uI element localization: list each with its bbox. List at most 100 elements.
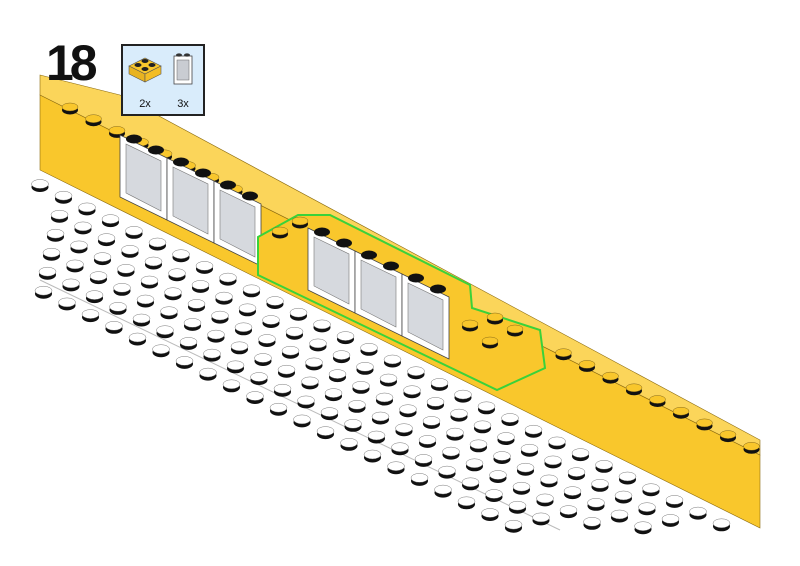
plate-stud-top: [477, 401, 496, 411]
plate-stud-top: [383, 354, 402, 365]
part-white-window: 3x: [165, 50, 201, 110]
plate-stud-top: [183, 318, 202, 328]
window-stud: [361, 250, 377, 260]
plate-stud-top: [414, 454, 433, 464]
plate-stud-top: [442, 446, 460, 457]
plate-stud-top: [395, 423, 413, 433]
plate-stud-top: [344, 419, 362, 429]
plate-stud-top: [289, 308, 308, 318]
plate-stud-top: [469, 439, 488, 449]
plate-stud-top: [42, 247, 61, 258]
window-stud: [173, 157, 189, 167]
plate-stud-top: [121, 245, 139, 255]
plate-stud-top: [207, 329, 225, 340]
wall-stud-top: [602, 371, 619, 381]
window-stud: [314, 227, 330, 237]
plate-stud-top: [559, 505, 578, 515]
wall-stud-top: [649, 395, 666, 404]
plate-stud-top: [93, 252, 112, 262]
plate-stud-top: [117, 264, 135, 274]
plate-stud-top: [58, 297, 76, 308]
plate-stud-top: [418, 435, 437, 445]
plate-stud-top: [234, 322, 253, 332]
plate-stud-top: [410, 473, 429, 483]
plate-stud-top: [610, 509, 629, 520]
plate-stud-top: [136, 294, 155, 305]
window-stud: [408, 273, 424, 283]
plate-stud-top: [508, 501, 527, 511]
plate-stud-top: [230, 341, 249, 351]
plate-stud-top: [258, 334, 276, 344]
plate-stud-top: [313, 319, 331, 330]
plate-stud-top: [328, 369, 347, 379]
plate-stud-top: [391, 442, 409, 452]
new-window-glass: [360, 259, 397, 328]
plate-stud-top: [340, 438, 358, 448]
plate-stud-top: [246, 391, 264, 401]
window-stud: [148, 145, 164, 155]
new-brick-stud-top: [271, 226, 289, 236]
plate-stud-top: [219, 272, 237, 283]
plate-stud-top: [422, 416, 441, 426]
plate-stud-top: [297, 395, 315, 406]
plate-stud-top: [446, 427, 464, 438]
plate-stud-top: [203, 348, 221, 359]
plate-stud-top: [548, 436, 566, 447]
plate-stud-top: [352, 381, 370, 391]
wall-stud-top: [719, 430, 737, 439]
plate-stud-top: [454, 389, 472, 400]
plate-stud-top: [34, 286, 53, 296]
new-window-glass: [407, 282, 444, 351]
plate-stud-top: [105, 321, 123, 331]
plate-stud-top: [85, 290, 104, 300]
plate-stud-top: [473, 420, 492, 430]
plate-stud-top: [254, 353, 272, 363]
plate-stud-top: [97, 233, 116, 243]
plate-stud-top: [266, 296, 284, 306]
plate-stud-top: [544, 455, 562, 466]
plate-stud-top: [583, 517, 601, 527]
plate-stud-top: [438, 465, 456, 476]
plate-stud-top: [387, 461, 405, 471]
plate-stud-top: [132, 313, 151, 324]
new-brick-stud-top: [486, 312, 504, 322]
plate-stud-top: [168, 268, 186, 278]
plate-stud-top: [269, 403, 288, 413]
plate-stud-top: [516, 463, 535, 473]
new-brick-stud-top: [461, 319, 479, 329]
plate-stud-top: [360, 343, 378, 353]
plate-stud-top: [262, 315, 280, 325]
window-stud: [430, 284, 446, 294]
plate-stud-top: [324, 388, 343, 398]
window-stud: [242, 191, 258, 201]
new-brick-stud-top: [291, 216, 309, 226]
plate-stud-top: [38, 267, 57, 277]
new-brick-stud-top: [506, 324, 524, 334]
plate-stud-top: [348, 400, 366, 410]
plate-stud-top: [320, 407, 339, 417]
plate-stud-top: [109, 302, 127, 312]
plate-stud-top: [160, 306, 178, 316]
plate-stud-top: [489, 470, 507, 480]
plate-stud-top: [199, 367, 217, 378]
plate-stud-top: [175, 356, 194, 366]
plate-stud-top: [504, 520, 523, 530]
baseplate: [31, 170, 770, 566]
parts-callout: 2x 3x: [121, 44, 205, 116]
plate-stud-top: [536, 493, 554, 504]
plate-stud-top: [363, 449, 382, 460]
plate-stud-top: [407, 366, 425, 376]
plate-stud-top: [501, 413, 519, 423]
plate-stud-top: [520, 444, 539, 454]
plate-stud-top: [563, 486, 582, 496]
plate-stud-top: [148, 237, 167, 248]
window-icon: [173, 53, 193, 85]
plate-stud-top: [113, 283, 131, 293]
plate-stud-top: [238, 303, 257, 313]
plate-stud-top: [493, 451, 511, 461]
window-glass: [172, 166, 209, 235]
plate-stud-top: [375, 392, 394, 403]
plate-stud-top: [89, 271, 108, 281]
plate-stud-top: [497, 432, 515, 442]
